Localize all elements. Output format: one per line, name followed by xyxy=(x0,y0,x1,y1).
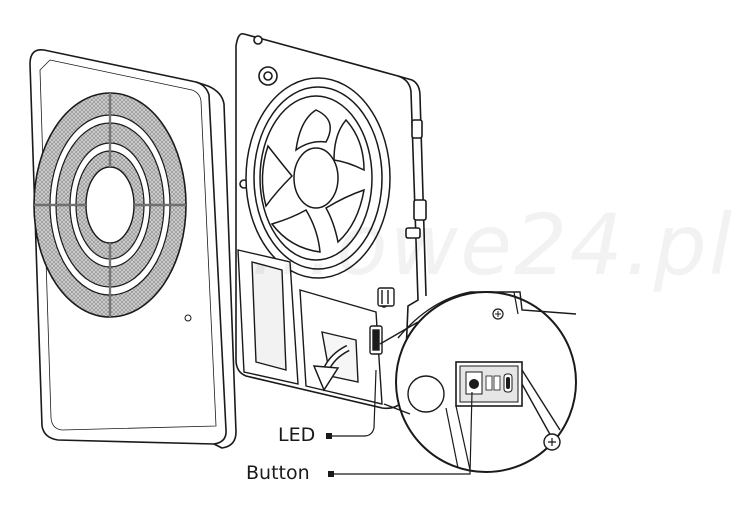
diagram-canvas xyxy=(29,32,577,477)
button-label: Button xyxy=(246,462,310,484)
leader-lines xyxy=(332,369,473,475)
watermark: ...owe24.pl xyxy=(250,196,734,294)
fan-impeller xyxy=(245,77,391,279)
button-component xyxy=(469,379,479,389)
detail-zoom-circle xyxy=(379,291,577,473)
led-marker xyxy=(326,433,332,439)
rotate-arrow-icon xyxy=(312,344,350,392)
button-marker xyxy=(328,471,334,477)
front-grille xyxy=(33,92,192,322)
exploded-fan-diagram: ...owe24.pl LED Button xyxy=(29,32,732,484)
led-label: LED xyxy=(278,424,316,446)
